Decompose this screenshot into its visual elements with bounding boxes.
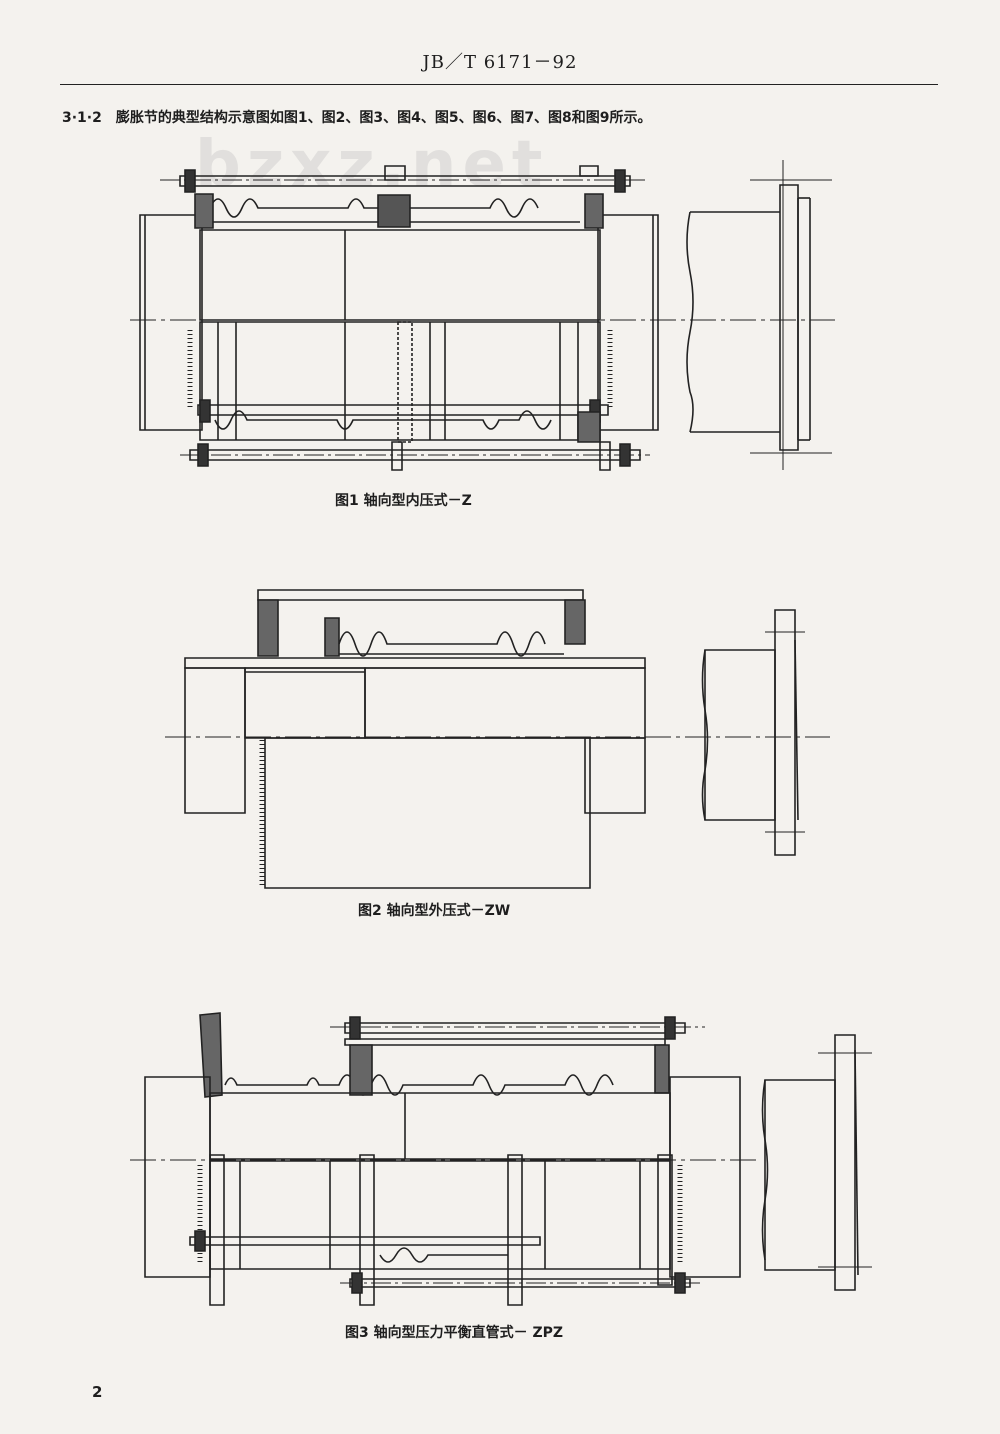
page-number: 2: [92, 1383, 103, 1401]
header-rule: [60, 84, 938, 85]
intro-paragraph: 3·1·2 膨胀节的典型结构示意图如图1、图2、图3、图4、图5、图6、图7、图8…: [62, 107, 652, 127]
clause-number: 3·1·2: [62, 110, 102, 126]
intro-text: 膨胀节的典型结构示意图如图1、图2、图3、图4、图5、图6、图7、图8和图9所示…: [115, 110, 652, 126]
standard-code-header: JB／T 6171－92: [422, 52, 578, 73]
watermark-logo: bzxz.net: [195, 128, 549, 202]
figure-1-drawing: [0, 150, 1000, 480]
figure-2-drawing: [0, 580, 1000, 900]
figure-2-caption: 图2 轴向型外压式－ZW: [358, 903, 511, 919]
figure-3-drawing: [0, 1005, 1000, 1315]
figure-3-caption: 图3 轴向型压力平衡直管式－ ZPZ: [345, 1325, 564, 1341]
figure-1-caption: 图1 轴向型内压式－Z: [335, 493, 472, 509]
